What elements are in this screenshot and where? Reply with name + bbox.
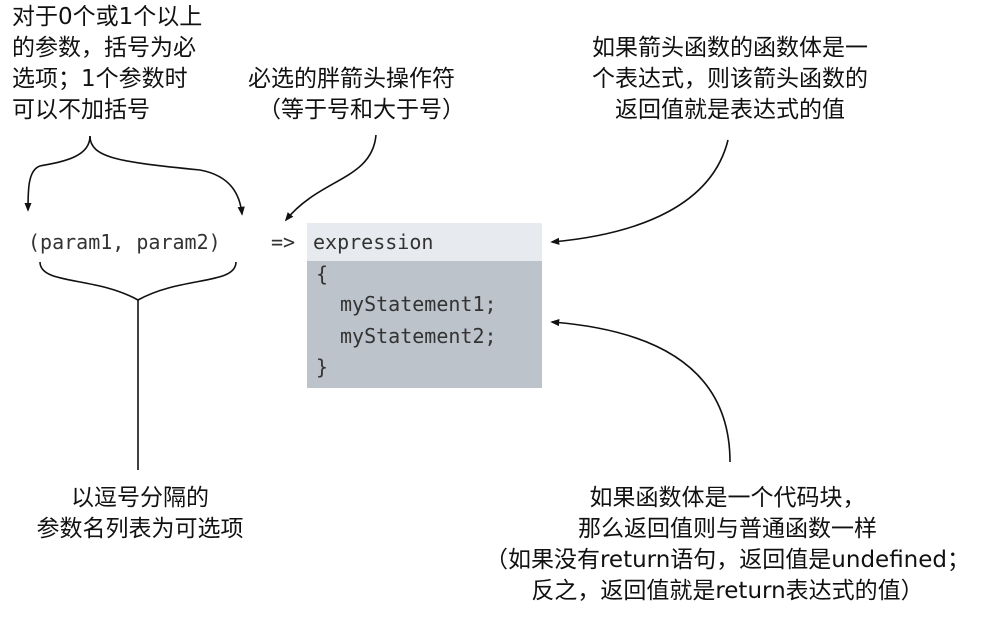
comma-annotation: 以逗号分隔的 参数名列表为可选项 — [10, 483, 270, 545]
expression-box — [307, 223, 542, 261]
params-annotation-line-2: 的参数，括号为必 — [12, 35, 196, 61]
expression-annotation: 如果箭头函数的函数体是一 个表达式，则该箭头函数的 返回值就是表达式的值 — [560, 33, 900, 126]
fat-arrow-annotation: 必选的胖箭头操作符 （等于号和大于号） — [248, 64, 465, 126]
block-annotation-line-3: （如果没有return语句，返回值是undefined； — [484, 547, 971, 573]
block-annotation-line-1: 如果函数体是一个代码块， — [589, 485, 866, 511]
code-arrow: => — [271, 230, 296, 254]
code-expression: expression — [313, 230, 434, 254]
block-pointer — [550, 318, 731, 463]
expression-annotation-line-3: 返回值就是表达式的值 — [615, 97, 845, 123]
block-box — [307, 261, 542, 388]
code-params: (param1, param2) — [28, 230, 221, 254]
expression-annotation-line-2: 个表达式，则该箭头函数的 — [592, 66, 868, 92]
fat-arrow-pointer — [284, 134, 377, 222]
params-annotation-line-4: 可以不加括号 — [12, 97, 150, 123]
fat-arrow-annotation-line-2: （等于号和大于号） — [258, 97, 465, 123]
block-annotation: 如果函数体是一个代码块， 那么返回值则与普通函数一样 （如果没有return语句… — [455, 483, 1000, 607]
fat-arrow-annotation-line-1: 必选的胖箭头操作符 — [248, 66, 455, 92]
expression-pointer — [550, 139, 729, 245]
params-annotation-line-3: 选项；1个参数时 — [12, 66, 188, 92]
params-annotation-line-1: 对于0个或1个以上 — [12, 4, 203, 30]
block-annotation-line-2: 那么返回值则与普通函数一样 — [578, 516, 877, 542]
code-open-brace: { — [316, 262, 329, 286]
top-brace — [24, 135, 91, 212]
top-brace-right — [89, 135, 245, 216]
block-annotation-line-4: 反之，返回值就是return表达式的值） — [531, 578, 924, 604]
code-statement-2: myStatement2; — [340, 324, 497, 348]
expression-annotation-line-1: 如果箭头函数的函数体是一 — [592, 35, 868, 61]
code-statement-1: myStatement1; — [340, 292, 497, 316]
bottom-brace — [39, 261, 237, 301]
comma-annotation-line-1: 以逗号分隔的 — [71, 485, 209, 511]
code-close-brace: } — [316, 355, 329, 379]
comma-annotation-line-2: 参数名列表为可选项 — [36, 516, 244, 542]
params-annotation: 对于0个或1个以上 的参数，括号为必 选项；1个参数时 可以不加括号 — [12, 2, 202, 126]
